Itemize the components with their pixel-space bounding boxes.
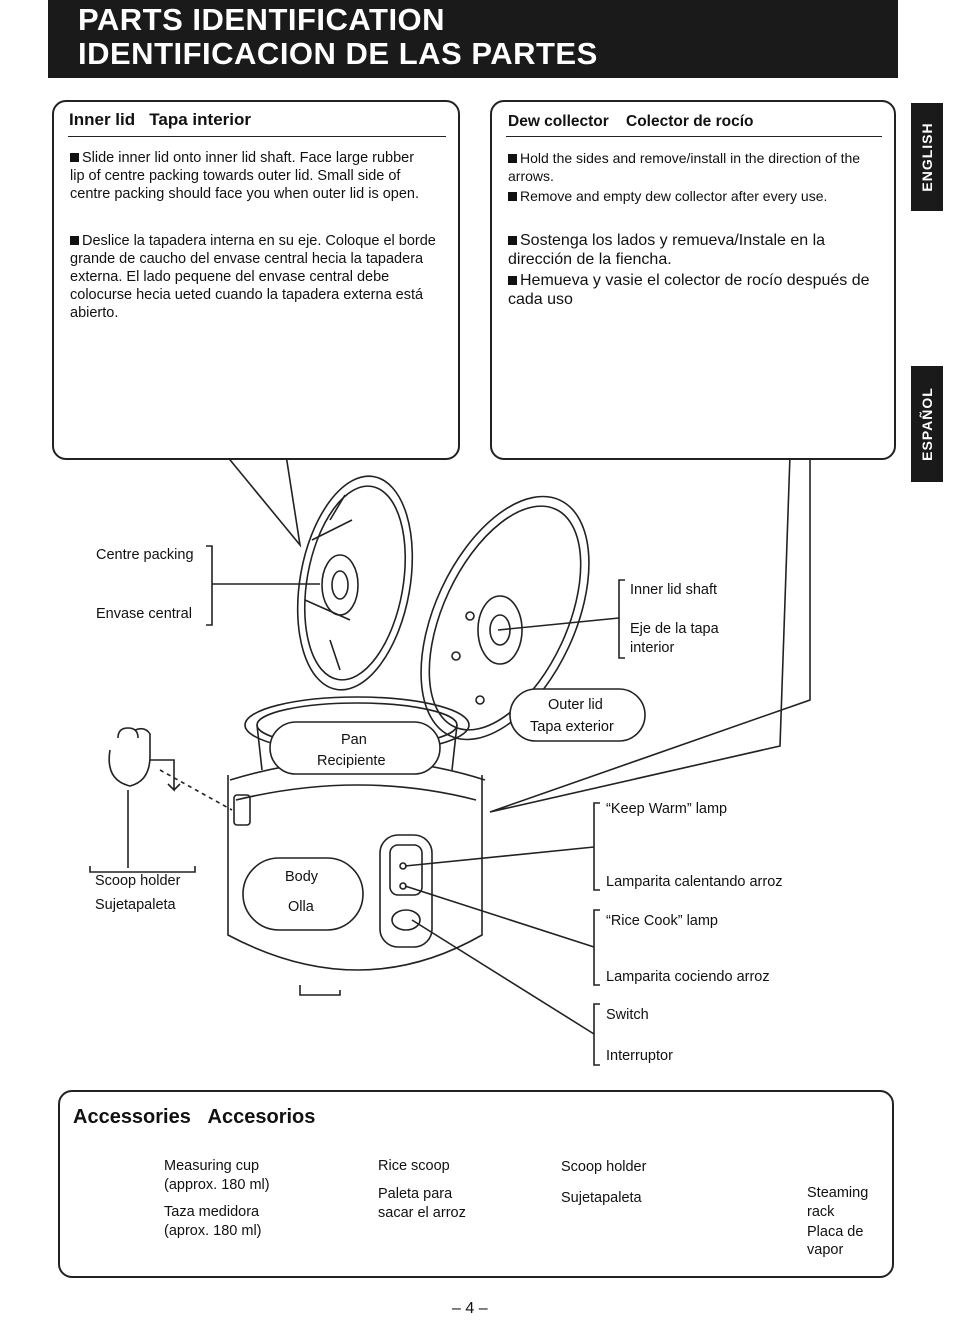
label-inner-lid-shaft-es-1: Eje de la tapa — [630, 621, 719, 637]
bullet-icon — [70, 153, 79, 162]
inner-lid-heading-en: Inner lid — [69, 110, 136, 129]
label-scoop-holder-en: Scoop holder — [95, 873, 181, 889]
acc-steaming-rack-en-1: Steaming — [807, 1185, 869, 1201]
acc-scoop-holder-es: Sujetapaleta — [561, 1190, 642, 1206]
label-outer-lid-es: Tapa exterior — [530, 719, 614, 735]
dew-collector-text-es-1-content: Sostenga los lados y remueva/Instale en … — [508, 232, 826, 268]
bullet-icon — [508, 236, 517, 245]
accessories-heading-en: Accessories — [73, 1106, 191, 1128]
label-centre-packing-en: Centre packing — [96, 547, 194, 563]
acc-scoop-holder-en: Scoop holder — [561, 1159, 647, 1175]
inner-lid-heading-es: Tapa interior — [149, 110, 251, 129]
acc-steaming-rack-en-2: rack — [807, 1204, 835, 1220]
bullet-icon — [70, 236, 79, 245]
label-keep-warm-en: “Keep Warm” lamp — [606, 801, 728, 817]
label-pan-en: Pan — [341, 732, 367, 748]
inner-lid-heading: Inner lid Tapa interior — [69, 110, 251, 130]
title-bar: PARTS IDENTIFICATION IDENTIFICACION DE L… — [48, 0, 898, 78]
label-centre-packing-es: Envase central — [96, 606, 192, 622]
label-pan-es: Recipiente — [317, 753, 386, 769]
label-inner-lid-shaft-en: Inner lid shaft — [630, 582, 718, 598]
label-outer-lid-en: Outer lid — [548, 697, 603, 713]
accessories-heading-es: Accesorios — [207, 1106, 316, 1128]
label-rice-cook-es: Lamparita cociendo arroz — [606, 969, 770, 985]
acc-measuring-cup-es-1: Taza medidora — [164, 1204, 260, 1220]
inner-lid-rule — [68, 136, 446, 137]
dew-collector-text-es-2: Hemueva y vasie el colector de rocío des… — [508, 271, 888, 309]
acc-measuring-cup-es-2: (aprox. 180 ml) — [164, 1223, 262, 1239]
acc-rice-scoop-en: Rice scoop — [378, 1158, 450, 1174]
label-rice-cook-en: “Rice Cook” lamp — [606, 913, 718, 929]
inner-lid-box: Inner lid Tapa interior Slide inner lid … — [52, 100, 460, 460]
label-body-en: Body — [285, 869, 319, 885]
title-english: PARTS IDENTIFICATION — [78, 2, 446, 37]
acc-rice-scoop-es-1: Paleta para — [378, 1186, 453, 1202]
acc-steaming-rack-es-2: vapor — [807, 1242, 844, 1258]
inner-lid-text-en: Slide inner lid onto inner lid shaft. Fa… — [70, 149, 430, 203]
title-spanish: IDENTIFICACION DE LAS PARTES — [78, 36, 598, 71]
bullet-icon — [508, 192, 517, 201]
acc-measuring-cup-en-2: (approx. 180 ml) — [164, 1177, 270, 1193]
label-scoop-holder-es: Sujetapaleta — [95, 897, 176, 913]
acc-rice-scoop-es-2: sacar el arroz — [378, 1205, 466, 1221]
dew-collector-heading-en: Dew collector — [508, 113, 609, 130]
dew-collector-heading: Dew collector Colector de rocío — [508, 113, 753, 131]
label-switch-es: Interruptor — [606, 1048, 673, 1064]
bullet-icon — [508, 276, 517, 285]
dew-collector-rule — [506, 136, 882, 137]
dew-collector-heading-es: Colector de rocío — [626, 113, 754, 130]
dew-collector-text-en-1: Hold the sides and remove/install in the… — [508, 149, 878, 185]
label-keep-warm-es: Lamparita calentando arroz — [606, 874, 783, 890]
tab-english: ENGLISH — [911, 103, 943, 211]
inner-lid-text-es-content: Deslice la tapadera interna en su eje. C… — [70, 233, 436, 321]
dew-collector-text-es-1: Sostenga los lados y remueva/Instale en … — [508, 231, 883, 269]
dew-collector-text-en-2: Remove and empty dew collector after eve… — [508, 187, 878, 205]
inner-lid-text-es: Deslice la tapadera interna en su eje. C… — [70, 232, 442, 322]
tab-espanol: ESPAÑOL — [911, 366, 943, 482]
label-switch-en: Switch — [606, 1007, 649, 1023]
page-number: – 4 – — [452, 1300, 488, 1317]
bullet-icon — [508, 154, 517, 163]
dew-collector-box: Dew collector Colector de rocío Hold the… — [490, 100, 896, 460]
acc-measuring-cup-en-1: Measuring cup — [164, 1158, 260, 1174]
dew-collector-text-es-2-content: Hemueva y vasie el colector de rocío des… — [508, 272, 870, 308]
inner-lid-text-en-content: Slide inner lid onto inner lid shaft. Fa… — [70, 150, 420, 202]
dew-collector-text-en-1-content: Hold the sides and remove/install in the… — [508, 150, 861, 184]
label-inner-lid-shaft-es-2: interior — [630, 640, 675, 656]
accessories-box: Accessories Accesorios — [58, 1090, 894, 1278]
dew-collector-text-en-2-content: Remove and empty dew collector after eve… — [520, 188, 828, 204]
acc-steaming-rack-es-1: Placa de — [807, 1224, 864, 1240]
accessories-heading: Accessories Accesorios — [73, 1106, 315, 1129]
label-body-es: Olla — [288, 899, 314, 915]
